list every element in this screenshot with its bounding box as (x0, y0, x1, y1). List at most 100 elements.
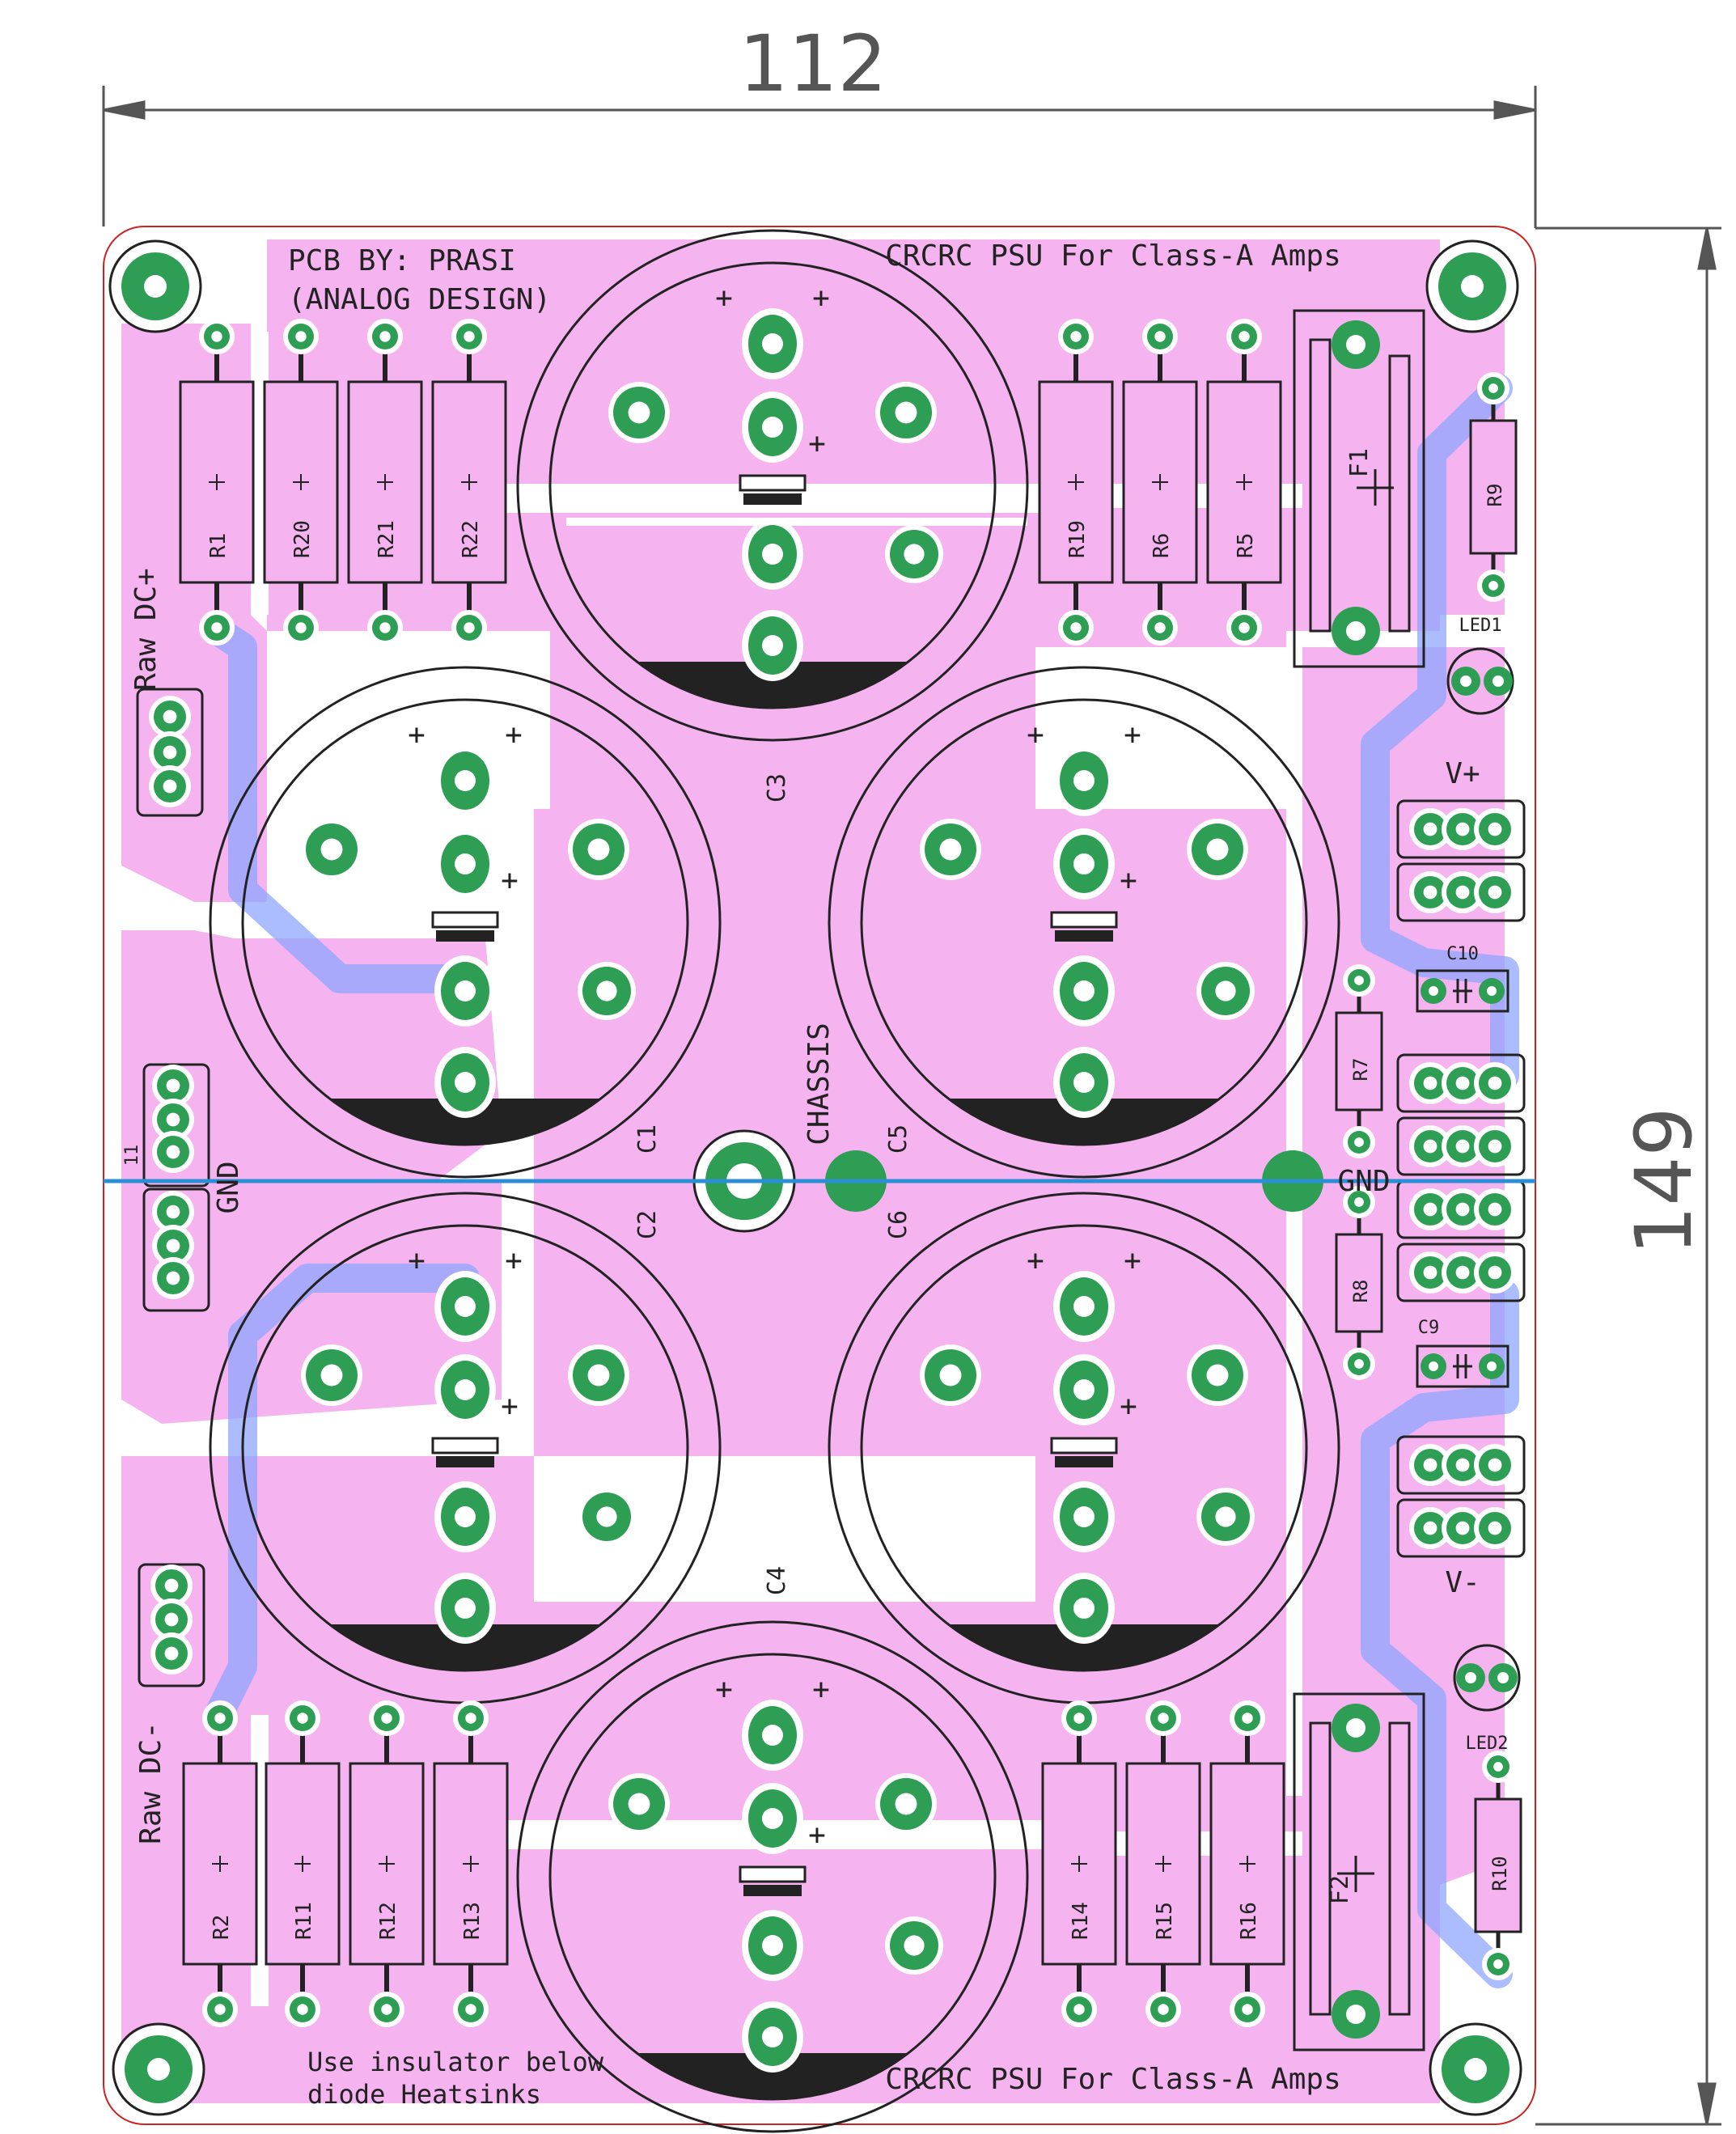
pad (434, 1573, 496, 1644)
polarity-plus-mark: + (812, 282, 830, 315)
pad (434, 1047, 496, 1118)
pad (283, 610, 319, 646)
ref-c1: C1 (633, 1124, 662, 1154)
connector-out-4 (1396, 1243, 1526, 1302)
pad (1477, 372, 1509, 404)
pad (202, 1992, 238, 2027)
label-raw-dc-plus: Raw DC+ (129, 568, 163, 691)
credit-line-1: PCB BY: PRASI (288, 244, 516, 277)
note-line-1: Use insulator below (307, 2047, 604, 2077)
ref-r15: R15 (1153, 1902, 1177, 1940)
pad (1061, 1700, 1097, 1736)
pad (1409, 1251, 1451, 1294)
polarity-plus-mark: + (1027, 718, 1044, 752)
ref-f1: F1 (1345, 448, 1374, 477)
pad (202, 1700, 238, 1736)
pad (152, 1131, 194, 1173)
resistor-r20: R20 (263, 319, 339, 646)
resistor-r22: R22 (431, 319, 507, 646)
pad (1053, 745, 1115, 816)
pad (1474, 1444, 1516, 1486)
ref-r13: R13 (460, 1902, 485, 1940)
pad (1442, 1188, 1484, 1230)
pad (1230, 1700, 1265, 1736)
dimension-width-label: 112 (739, 19, 887, 109)
pad (875, 382, 937, 443)
pad (152, 1257, 194, 1299)
pad (1474, 1125, 1516, 1167)
fuse-f2-pads (1332, 1704, 1380, 2039)
pad (1409, 1062, 1451, 1104)
pad (1409, 871, 1451, 913)
pad (1343, 1348, 1375, 1380)
pad (1058, 610, 1094, 646)
mounting-hole-bottom-left (112, 2022, 205, 2116)
pad (1409, 1125, 1451, 1167)
label-gnd-right: GND (1337, 1165, 1390, 1198)
polarity-plus-mark: + (715, 282, 733, 315)
pad (1474, 808, 1516, 850)
dimension-width (102, 86, 1537, 228)
resistor-r7: R7 (1335, 964, 1383, 1158)
polarity-plus-mark: + (1027, 1244, 1044, 1277)
pad (742, 1783, 803, 1854)
pad (742, 1700, 803, 1771)
board-title-bottom: CRCRC PSU For Class-A Amps (885, 2063, 1341, 2096)
ref-f2: F2 (1326, 1875, 1354, 1904)
pad (742, 1910, 803, 1981)
pad (150, 1598, 193, 1641)
connector-out-1 (1396, 1053, 1526, 1113)
resistor-r5: R5 (1206, 319, 1282, 646)
connector-gnd-upper (142, 1063, 210, 1188)
pad (1196, 1488, 1255, 1546)
pad (1053, 1573, 1115, 1644)
label-v-minus: V- (1445, 1566, 1480, 1599)
ref-r2: R2 (210, 1915, 234, 1940)
ref-r1: R1 (206, 533, 231, 558)
label-chassis: CHASSIS (802, 1023, 836, 1145)
fuse-f1-pads (1332, 320, 1380, 655)
mounting-hole-top-right (1425, 239, 1519, 333)
pad (568, 819, 629, 880)
ref-r11: R11 (292, 1902, 316, 1940)
pad (578, 1488, 636, 1546)
pad (149, 696, 191, 738)
resistor-r19: R19 (1038, 319, 1114, 646)
connector-v-plus-1 (1396, 799, 1526, 859)
ref-led1: LED1 (1459, 616, 1502, 636)
pad (1343, 1126, 1375, 1158)
pad (742, 2001, 803, 2073)
pad (742, 392, 803, 463)
pad (1409, 808, 1451, 850)
pad (742, 610, 803, 681)
ref-c3: C3 (763, 773, 791, 802)
pad (451, 319, 487, 354)
resistor-r10: R10 (1474, 1751, 1522, 1980)
pad (152, 1191, 194, 1233)
led-led2 (1453, 1644, 1521, 1712)
capacitor-c9 (1416, 1344, 1509, 1388)
pad (434, 1271, 496, 1342)
pad (1061, 1992, 1097, 2027)
pad (1442, 808, 1484, 850)
pad (1142, 319, 1178, 354)
pad (285, 1992, 320, 2027)
pad (1474, 1188, 1516, 1230)
pad (434, 1354, 496, 1425)
pad (1053, 955, 1115, 1027)
pad (1053, 1481, 1115, 1552)
pad (1474, 1507, 1516, 1549)
ref-r21: R21 (375, 520, 399, 558)
pad (1053, 1354, 1115, 1425)
ref-r19: R19 (1065, 520, 1090, 558)
label-v-plus: V+ (1445, 757, 1480, 790)
dimension-height-label: 149 (1619, 1107, 1709, 1255)
pad (1442, 1125, 1484, 1167)
resistor-r6: R6 (1122, 319, 1198, 646)
ref-r5: R5 (1234, 533, 1258, 558)
pad (1053, 1047, 1115, 1118)
pad (568, 1344, 629, 1406)
resistor-r16: R16 (1209, 1700, 1285, 2027)
